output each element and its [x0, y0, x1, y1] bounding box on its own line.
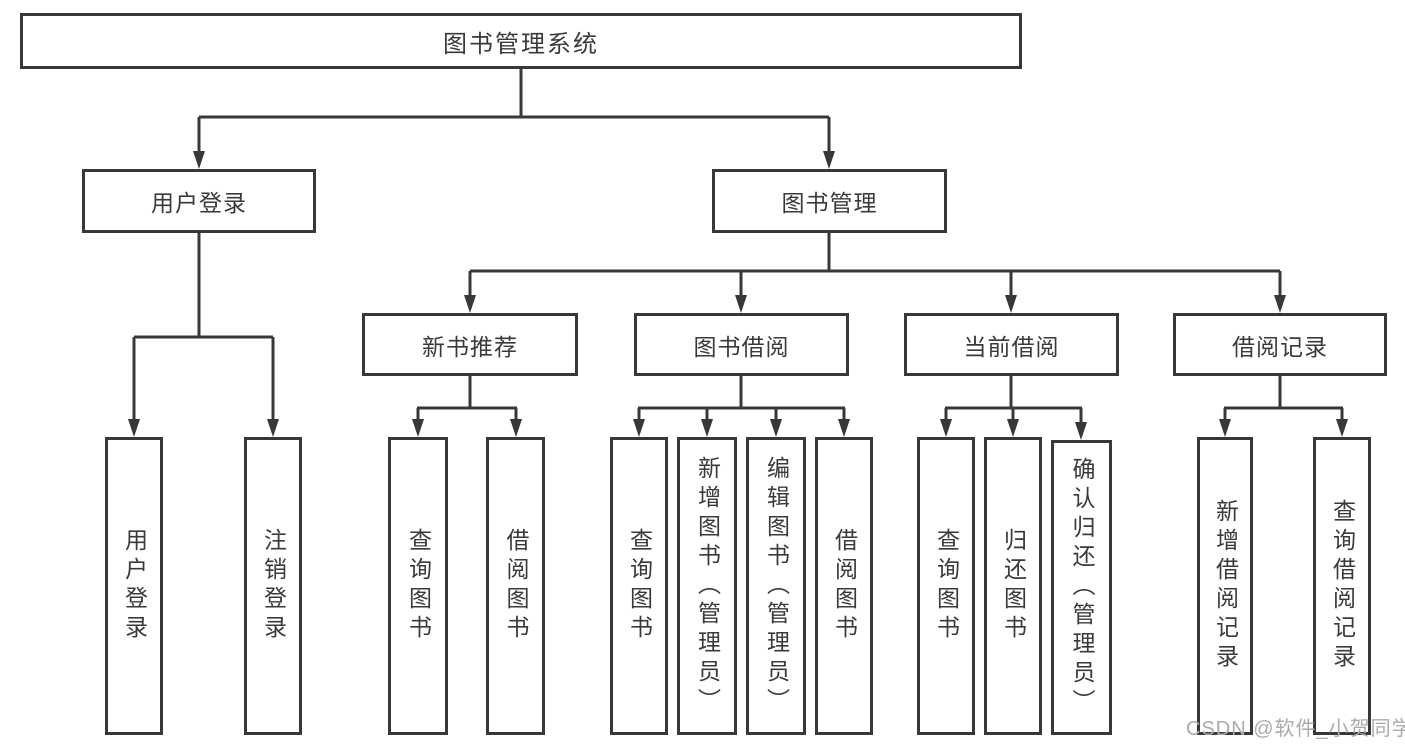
leaf-add-book-admin: 新增图书（管理员） [677, 437, 737, 735]
node-label: 借阅图书 [503, 528, 529, 644]
node-label: 图书借阅 [693, 333, 790, 360]
leaf-logout: 注销登录 [244, 437, 302, 735]
node-book-borrowing: 图书借阅 [634, 313, 849, 376]
node-new-book-recommend: 新书推荐 [362, 313, 578, 376]
node-label: 借阅记录 [1232, 333, 1328, 360]
node-borrowing-records: 借阅记录 [1173, 313, 1387, 376]
leaf-recommend-query-book: 查询图书 [388, 437, 448, 735]
node-label: 借阅图书 [831, 528, 858, 644]
node-label: 图书管理 [781, 190, 878, 216]
node-label: 查询借阅记录 [1329, 499, 1356, 673]
leaf-user-login: 用户登录 [105, 437, 163, 735]
node-user-login: 用户登录 [82, 169, 316, 233]
arrowheads [128, 151, 1348, 440]
node-label: 查询图书 [626, 528, 653, 644]
node-label: 用户登录 [151, 190, 247, 216]
leaf-query-borrow-record: 查询借阅记录 [1313, 437, 1371, 735]
node-label: 新书推荐 [422, 333, 518, 360]
node-label: 查询图书 [933, 528, 960, 644]
leaf-current-query-book: 查询图书 [917, 437, 975, 735]
node-label: 注销登录 [260, 528, 287, 644]
node-label: 编辑图书（管理员） [763, 455, 790, 717]
node-library-management-system: 图书管理系统 [20, 13, 1022, 69]
node-current-borrowing: 当前借阅 [904, 313, 1119, 376]
node-book-management: 图书管理 [712, 169, 947, 233]
node-label: 当前借阅 [963, 333, 1060, 360]
leaf-edit-book-admin: 编辑图书（管理员） [746, 437, 806, 735]
node-label: 用户登录 [121, 528, 148, 644]
node-label: 新增借阅记录 [1212, 499, 1239, 673]
node-label: 图书管理系统 [443, 30, 599, 58]
node-label: 新增图书（管理员） [694, 455, 721, 717]
leaf-confirm-return-admin: 确认归还（管理员） [1051, 440, 1112, 735]
leaf-add-borrow-record: 新增借阅记录 [1197, 437, 1253, 735]
leaf-borrowing-borrow-book: 借阅图书 [815, 437, 873, 735]
leaf-return-book: 归还图书 [984, 437, 1042, 735]
leaf-borrowing-query-book: 查询图书 [610, 437, 668, 735]
node-label: 归还图书 [1000, 528, 1027, 644]
leaf-recommend-borrow-book: 借阅图书 [486, 437, 545, 735]
csdn-watermark: CSDN @软件_小贺同学 [1186, 718, 1405, 740]
node-label: 确认归还（管理员） [1069, 457, 1095, 718]
node-label: 查询图书 [405, 528, 432, 644]
